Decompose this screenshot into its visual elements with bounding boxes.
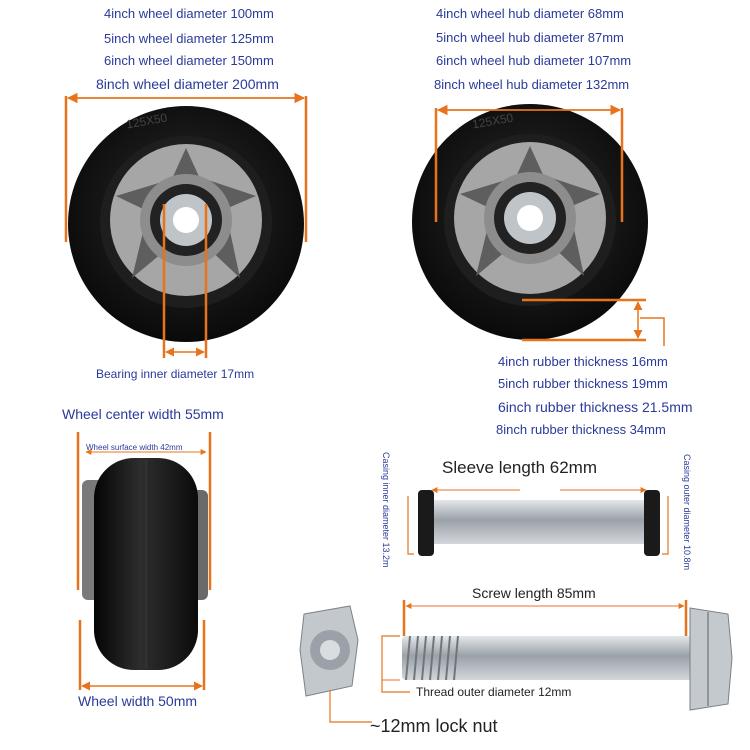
bearing-label: Bearing inner diameter 17mm <box>96 367 255 381</box>
wheel-width-label: Wheel width 50mm <box>78 693 198 709</box>
hub-label-5inch: 5inch wheel hub diameter 87mm <box>436 30 624 45</box>
sleeve-length-label: Sleeve length 62mm <box>442 458 597 477</box>
hub-label-4inch: 4inch wheel hub diameter 68mm <box>436 6 624 21</box>
sleeve-image <box>418 490 660 556</box>
diameter-label-6inch: 6inch wheel diameter 150mm <box>104 53 274 68</box>
casing-outer-label: Casing outer diameter 10.8m <box>682 454 692 571</box>
rubber-label-6inch: 6inch rubber thickness 21.5mm <box>498 399 693 415</box>
rubber-label-5inch: 5inch rubber thickness 19mm <box>498 376 668 391</box>
wheel-side-view <box>82 458 208 670</box>
surface-width-label: Wheel surface width 42mm <box>86 443 183 452</box>
screw-image <box>402 607 733 711</box>
rubber-label-8inch: 8inch rubber thickness 34mm <box>496 422 666 437</box>
hub-label-6inch: 6inch wheel hub diameter 107mm <box>436 53 632 68</box>
annotation-lines <box>64 92 688 723</box>
center-width-label: Wheel center width 55mm <box>62 406 224 422</box>
rubber-label-4inch: 4inch rubber thickness 16mm <box>498 354 668 369</box>
wheel-front-view-left <box>68 106 304 342</box>
hub-label-8inch: 8inch wheel hub diameter 132mm <box>434 77 630 92</box>
casing-inner-label: Casing inner diameter 13.2m <box>381 452 391 568</box>
screw-length-label: Screw length 85mm <box>472 585 596 601</box>
diameter-label-8inch: 8inch wheel diameter 200mm <box>96 76 279 92</box>
lock-nut-label: ~12mm lock nut <box>370 716 498 736</box>
thread-diameter-label: Thread outer diameter 12mm <box>416 685 572 699</box>
lock-nut-image <box>299 605 359 697</box>
wheel-front-view-right <box>412 104 648 340</box>
diameter-label-4inch: 4inch wheel diameter 100mm <box>104 6 274 21</box>
diameter-label-5inch: 5inch wheel diameter 125mm <box>104 31 274 46</box>
